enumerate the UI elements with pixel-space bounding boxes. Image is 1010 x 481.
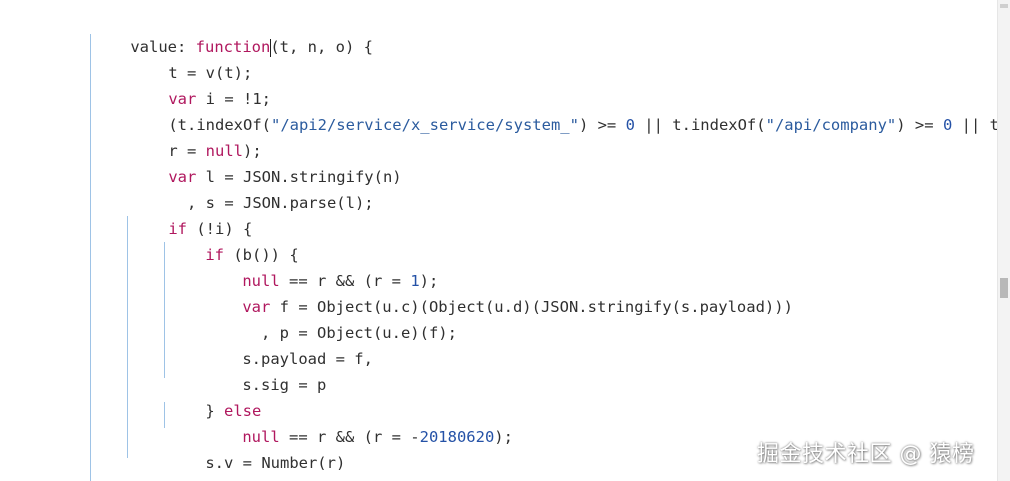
code-token: s.sig = p: [242, 376, 327, 394]
code-line-16[interactable]: null == r && (r = -20180620);: [205, 398, 513, 446]
keyword-token: if: [168, 220, 187, 238]
code-line-10[interactable]: null == r && (r = 1);: [205, 242, 438, 290]
code-token: , p = Object(u.e)(f);: [242, 324, 457, 342]
code-token: ) >=: [578, 116, 626, 134]
code-token: value:: [130, 38, 196, 56]
code-line-7[interactable]: , s = JSON.parse(l);: [131, 164, 374, 212]
code-line-2[interactable]: t = v(t);: [131, 34, 252, 82]
code-token: );: [494, 428, 513, 446]
keyword-token: else: [224, 402, 262, 420]
keyword-token: null: [242, 428, 280, 446]
code-token: == r && (r =: [279, 272, 411, 290]
keyword-token: function: [195, 38, 271, 56]
code-line-5[interactable]: r = null);: [131, 112, 261, 160]
code-line-partial: -: [93, 0, 102, 7]
indent-guide-level-2: [127, 216, 128, 458]
code-token: (b()) {: [224, 246, 299, 264]
code-line-8[interactable]: if (!i) {: [131, 190, 252, 238]
keyword-token: var: [168, 90, 197, 108]
scrollbar-thumb[interactable]: [1000, 278, 1008, 298]
code-token: == r && (r = -: [279, 428, 420, 446]
code-token: i = !1;: [196, 90, 271, 108]
code-token: t = v(t);: [168, 64, 253, 82]
number-token: 20180620: [419, 428, 495, 446]
code-token: (t.indexOf(: [168, 116, 271, 134]
keyword-token: if: [205, 246, 224, 264]
code-token: (t, n, o) {: [270, 38, 373, 56]
code-token: f = Object(u.c)(Object(u.d)(JSON.stringi…: [270, 298, 793, 316]
keyword-token: var: [242, 298, 271, 316]
string-token: "/api/company": [765, 116, 897, 134]
string-token: "/api2/service/x_service/system_": [270, 116, 579, 134]
code-token: r =: [168, 142, 206, 160]
code-token: s.payload = f,: [242, 350, 373, 368]
code-line-17[interactable]: s.v = Number(r): [168, 424, 345, 472]
code-line-13[interactable]: s.payload = f,: [205, 320, 373, 368]
code-token: (!i) {: [187, 220, 253, 238]
text-caret: [270, 38, 272, 57]
keyword-token: null: [205, 142, 243, 160]
code-line-11[interactable]: var f = Object(u.c)(Object(u.d)(JSON.str…: [205, 268, 793, 316]
code-token: );: [242, 142, 262, 160]
code-token: s.v = Number(r): [205, 454, 346, 472]
code-line-18[interactable]: }: [131, 450, 177, 481]
vertical-scrollbar[interactable]: [997, 0, 1010, 481]
number-token: 0: [625, 116, 635, 134]
code-token: );: [419, 272, 439, 290]
indent-guide-level-3: [164, 242, 165, 378]
code-line-1[interactable]: value: function(t, n, o) {: [93, 8, 373, 57]
code-line-15[interactable]: } else: [168, 372, 261, 420]
code-line-9[interactable]: if (b()) {: [168, 216, 298, 264]
keyword-token: null: [242, 272, 280, 290]
code-line-3[interactable]: var i = !1;: [131, 60, 271, 108]
code-token: || t.indexOf(: [634, 116, 766, 134]
scrollbar-marker: [1000, 4, 1008, 8]
code-token: l = JSON.stringify(n): [196, 168, 402, 186]
indent-guide-level-1: [90, 34, 91, 481]
code-token: ) >=: [896, 116, 943, 134]
code-line-12[interactable]: , p = Object(u.e)(f);: [205, 294, 457, 342]
code-line-4[interactable]: (t.indexOf("/api2/service/x_service/syst…: [131, 86, 1010, 134]
indent-guide-level-3-else: [164, 402, 165, 428]
keyword-token: var: [168, 168, 197, 186]
watermark: 掘金技术社区 @ 猿榜: [757, 442, 975, 467]
number-token: 0: [942, 116, 953, 134]
code-token: }: [205, 402, 224, 420]
number-token: 1: [410, 272, 420, 290]
code-line-6[interactable]: var l = JSON.stringify(n): [131, 138, 401, 186]
code-token: , s = JSON.parse(l);: [168, 194, 374, 212]
code-line-14[interactable]: s.sig = p: [205, 346, 326, 394]
